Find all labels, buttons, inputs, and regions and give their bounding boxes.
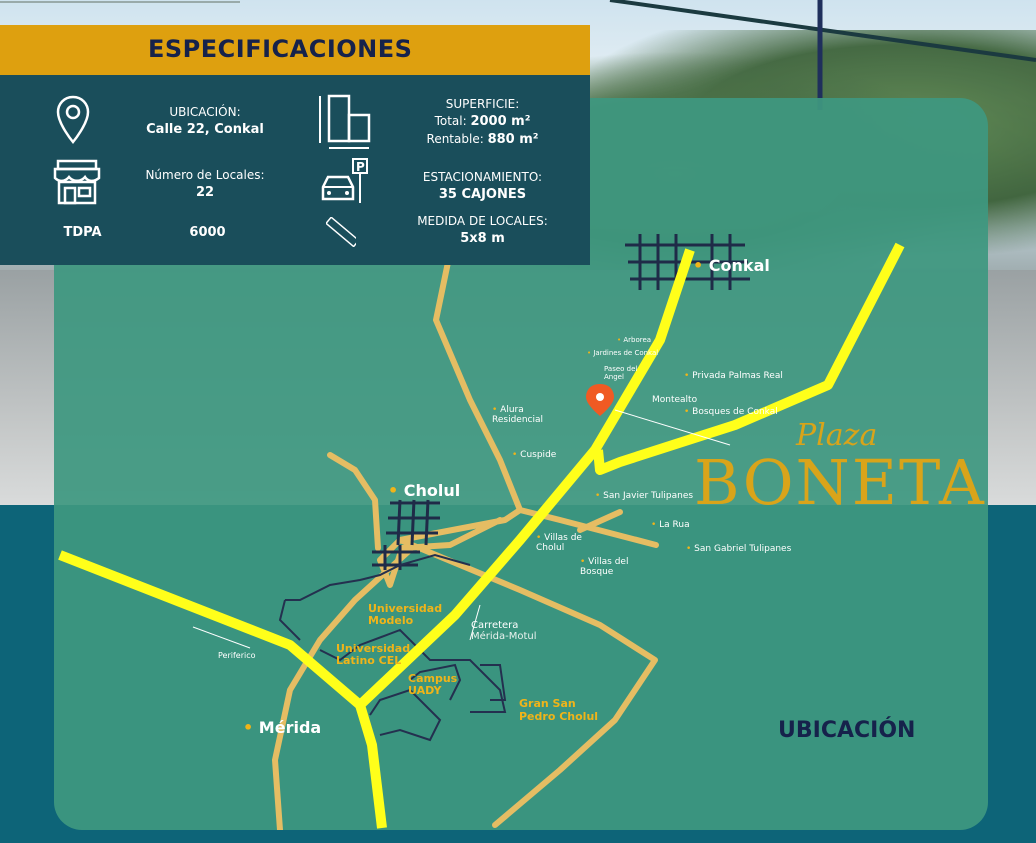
ruler-icon	[326, 217, 356, 247]
superficie-total: Total: 2000 m²	[400, 114, 565, 129]
place-label-la-rua: La Rua	[651, 520, 689, 530]
estacionamiento-label: ESTACIONAMIENTO:	[422, 170, 543, 184]
superficie-label: SUPERFICIE:	[445, 97, 520, 111]
svg-text:P: P	[356, 160, 365, 174]
power-lines	[0, 0, 1036, 110]
ubicacion-value: Calle 22, Conkal	[146, 122, 264, 137]
place-label-merida-motul: Mérida-Motul	[471, 631, 537, 642]
specs-header: ESPECIFICACIONES	[0, 25, 590, 75]
storefront-icon	[53, 159, 101, 205]
place-label-bosques: Bosques de Conkal	[684, 407, 778, 417]
brand-name: BONETA	[694, 446, 986, 519]
place-label-jardines: Jardines de Conkal	[587, 349, 658, 357]
superficie-total-value: 2000 m²	[470, 114, 531, 129]
town-label-conkal: Conkal	[693, 256, 770, 275]
place-label-villas-bosque: Villas del Bosque	[580, 557, 628, 577]
place-label-uni-modelo: Universidad Modelo	[368, 602, 443, 627]
tdpa-label: TDPA	[63, 225, 102, 240]
ubicacion-label: UBICACIÓN:	[169, 105, 241, 119]
superficie-rentable-value: 880 m²	[487, 132, 539, 147]
place-label-privada: Privada Palmas Real	[684, 371, 783, 381]
specs-box: P UBICACIÓN: Calle 22, Conkal Número de …	[0, 75, 590, 265]
locales-value: 22	[195, 185, 215, 200]
place-label-carretera: Carretera	[471, 620, 519, 631]
section-title-ubicacion: UBICACIÓN	[778, 718, 916, 743]
place-label-campus-uady: Campus UADY	[408, 672, 458, 697]
town-label-merida: Mérida	[243, 718, 321, 737]
place-label-villas-cholul: Villas de Cholul	[536, 533, 582, 553]
place-label-montealto: Montealto	[652, 395, 698, 405]
medida-value: 5x8 m	[460, 231, 505, 246]
superficie-rentable: Rentable: 880 m²	[400, 132, 565, 147]
town-label-cholul: Cholul	[388, 481, 460, 500]
place-label-san-javier: San Javier Tulipanes	[595, 491, 693, 501]
place-label-uni-latino: Universidad Latino CEL	[336, 642, 411, 667]
place-label-cuspide: Cuspide	[512, 450, 556, 460]
place-label-arborea: Arborea	[617, 336, 651, 344]
place-label-paseo: Paseo del Angel	[604, 365, 638, 381]
tdpa-value: 6000	[189, 225, 226, 240]
floor-plan-icon	[319, 94, 371, 149]
place-label-san-gabriel: San Gabriel Tulipanes	[686, 544, 791, 554]
parking-car-icon: P	[321, 158, 368, 203]
superficie-rentable-label: Rentable:	[426, 132, 484, 146]
superficie-total-label: Total:	[434, 114, 467, 128]
place-label-periferico: Periferico	[218, 651, 256, 660]
location-pin-icon	[586, 384, 614, 416]
location-pin-outline-icon	[56, 95, 90, 144]
estacionamiento-value: 35 CAJONES	[438, 187, 527, 202]
medida-label: MEDIDA DE LOCALES:	[417, 214, 548, 228]
place-label-gran-san-pedro: Gran San Pedro Cholul	[519, 697, 599, 723]
brand-script: Plaza	[796, 418, 878, 453]
locales-label: Número de Locales:	[145, 168, 265, 182]
place-label-alura: Alura Residencial	[492, 405, 543, 425]
map-roads	[58, 234, 905, 830]
specs-title: ESPECIFICACIONES	[148, 35, 413, 63]
